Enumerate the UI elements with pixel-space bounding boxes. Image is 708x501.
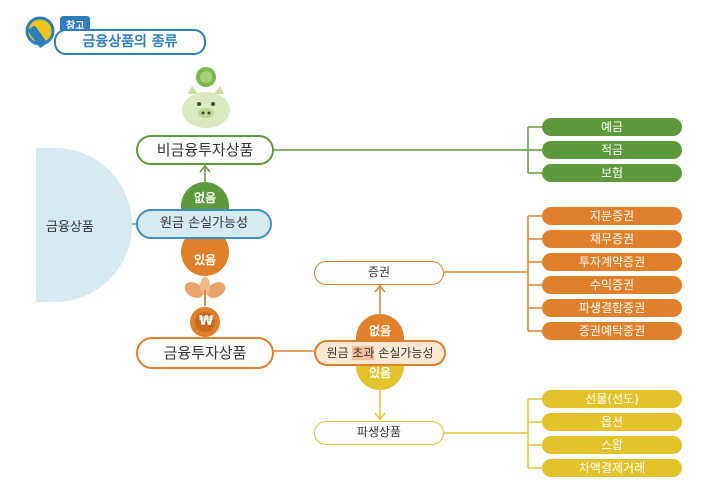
security-item: 투자계약증권 xyxy=(542,253,682,271)
principal-loss-criterion: 원금 손실가능성 xyxy=(136,209,272,239)
excess-loss-criterion: 원금 초과 손실가능성 xyxy=(314,340,446,366)
security-item: 수익증권 xyxy=(542,276,682,294)
badge-tag: 참고 xyxy=(60,16,91,33)
excess-highlight: 초과 xyxy=(352,346,375,360)
sprout-coin-icon xyxy=(184,277,226,337)
derivative-item: 스왑 xyxy=(542,436,682,454)
piggy-bank-icon xyxy=(182,67,230,128)
product-deposit: 예금 xyxy=(542,118,682,136)
derivative-item: 선물(선도) xyxy=(542,390,682,408)
derivative-item: 옵션 xyxy=(542,413,682,431)
derivative-item: 차액결제거래 xyxy=(542,459,682,477)
security-item: 지분증권 xyxy=(542,207,682,225)
security-item: 채무증권 xyxy=(542,230,682,248)
securities-box: 증권 xyxy=(314,261,444,285)
security-item: 증권예탁증권 xyxy=(542,322,682,340)
product-savings: 적금 xyxy=(542,141,682,159)
root-label: 금융상품 xyxy=(46,220,94,235)
won-icon: ₩ xyxy=(199,314,214,329)
reference-badge: 참고 금융상품의 종류 xyxy=(24,16,206,56)
pencil-magnifier-icon xyxy=(25,16,55,48)
badge-title: 금융상품의 종류 xyxy=(54,29,206,55)
non-investment-product-box: 비금융투자상품 xyxy=(136,135,274,165)
product-insurance: 보험 xyxy=(542,164,682,182)
investment-product-box: 금융투자상품 xyxy=(136,337,274,369)
security-item: 파생결합증권 xyxy=(542,299,682,317)
derivatives-box: 파생상품 xyxy=(314,421,444,445)
